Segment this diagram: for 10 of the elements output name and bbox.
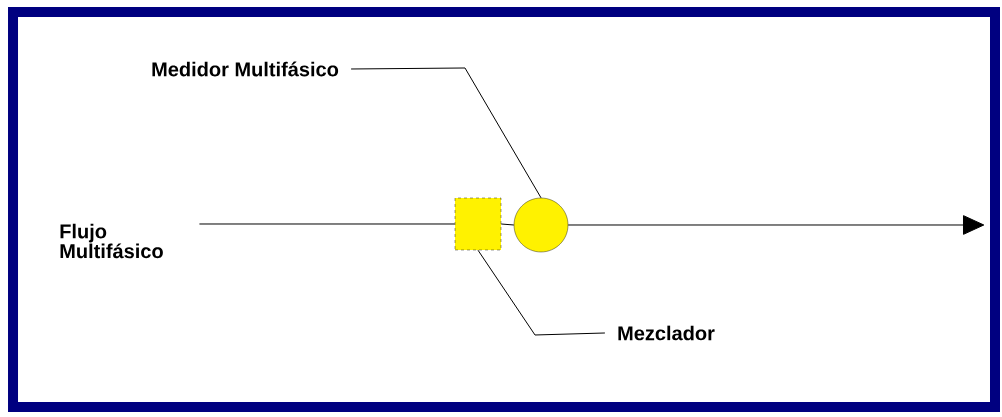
text-label: Mezclador <box>618 325 715 341</box>
text-label: Flujo Multifásico <box>60 223 163 259</box>
leader-line <box>350 67 542 199</box>
text-label: Medidor Multifásico <box>152 61 339 77</box>
flow-line <box>500 223 515 226</box>
flow-arrow <box>567 215 985 235</box>
mixer-symbol <box>454 197 502 251</box>
flow-line <box>198 223 456 225</box>
leader-line <box>477 249 606 336</box>
meter-symbol <box>513 197 569 253</box>
